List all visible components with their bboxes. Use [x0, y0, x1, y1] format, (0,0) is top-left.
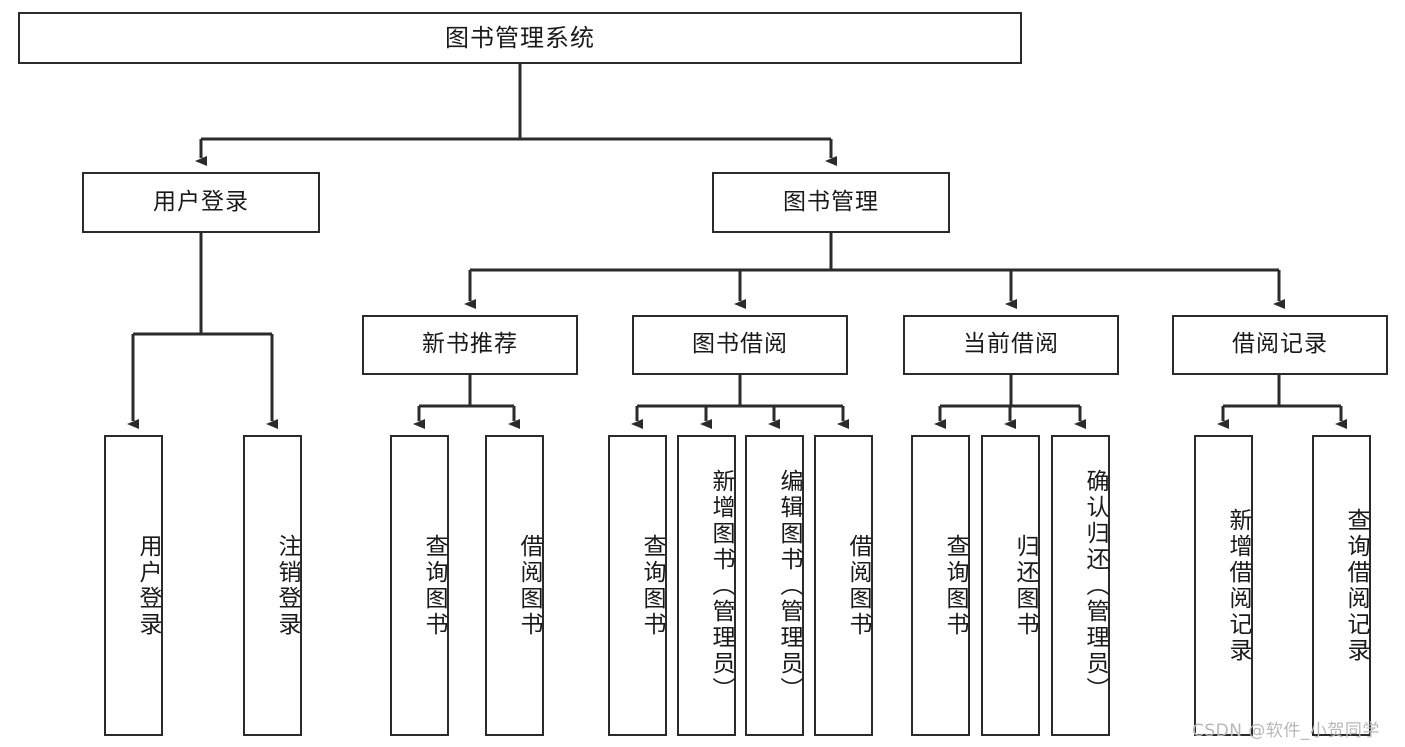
node-leaf-add-book[interactable]: 新增图书（管理员）	[677, 435, 736, 736]
node-new-book-rec[interactable]: 新书推荐	[362, 315, 578, 375]
node-leaf-confirm-return-label: 确认归还（管理员）	[1082, 468, 1108, 703]
node-borrow-record-label: 借阅记录	[1232, 331, 1328, 358]
node-leaf-logout-label: 注销登录	[274, 533, 300, 638]
node-new-book-rec-label: 新书推荐	[422, 331, 518, 358]
node-leaf-query-record[interactable]: 查询借阅记录	[1312, 435, 1371, 736]
node-current-borrow[interactable]: 当前借阅	[903, 315, 1119, 375]
node-current-borrow-label: 当前借阅	[963, 331, 1059, 358]
node-leaf-return-book[interactable]: 归还图书	[981, 435, 1040, 736]
node-leaf-query-book-3[interactable]: 查询图书	[911, 435, 970, 736]
node-user-login-label: 用户登录	[153, 188, 249, 215]
node-leaf-borrow-book-2[interactable]: 借阅图书	[814, 435, 873, 736]
node-root[interactable]: 图书管理系统	[18, 12, 1022, 64]
node-leaf-add-record-label: 新增借阅记录	[1225, 507, 1251, 664]
node-book-borrow[interactable]: 图书借阅	[632, 315, 848, 375]
node-book-manage-label: 图书管理	[783, 188, 879, 215]
node-user-login[interactable]: 用户登录	[82, 172, 320, 233]
node-leaf-borrow-book-2-label: 借阅图书	[845, 533, 871, 638]
node-leaf-query-record-label: 查询借阅记录	[1343, 507, 1369, 664]
node-leaf-query-book-3-label: 查询图书	[942, 533, 968, 638]
node-leaf-borrow-book-1[interactable]: 借阅图书	[485, 435, 544, 736]
node-leaf-query-book-2[interactable]: 查询图书	[608, 435, 667, 736]
node-leaf-confirm-return[interactable]: 确认归还（管理员）	[1051, 435, 1110, 736]
node-leaf-return-book-label: 归还图书	[1012, 533, 1038, 638]
node-leaf-add-record[interactable]: 新增借阅记录	[1194, 435, 1253, 736]
node-borrow-record[interactable]: 借阅记录	[1172, 315, 1388, 375]
node-leaf-user-login[interactable]: 用户登录	[104, 435, 163, 736]
node-leaf-user-login-label: 用户登录	[135, 533, 161, 638]
node-leaf-edit-book-label: 编辑图书（管理员）	[776, 468, 802, 703]
node-root-label: 图书管理系统	[445, 23, 595, 52]
node-leaf-borrow-book-1-label: 借阅图书	[516, 533, 542, 638]
node-book-manage[interactable]: 图书管理	[712, 172, 950, 233]
node-book-borrow-label: 图书借阅	[692, 331, 788, 358]
node-leaf-query-book-2-label: 查询图书	[639, 533, 665, 638]
node-leaf-add-book-label: 新增图书（管理员）	[708, 468, 734, 703]
node-leaf-edit-book[interactable]: 编辑图书（管理员）	[745, 435, 804, 736]
node-leaf-logout[interactable]: 注销登录	[243, 435, 302, 736]
node-leaf-query-book-1[interactable]: 查询图书	[390, 435, 449, 736]
csdn-watermark: CSDN @软件_小贺同学	[1192, 721, 1380, 741]
node-leaf-query-book-1-label: 查询图书	[421, 533, 447, 638]
